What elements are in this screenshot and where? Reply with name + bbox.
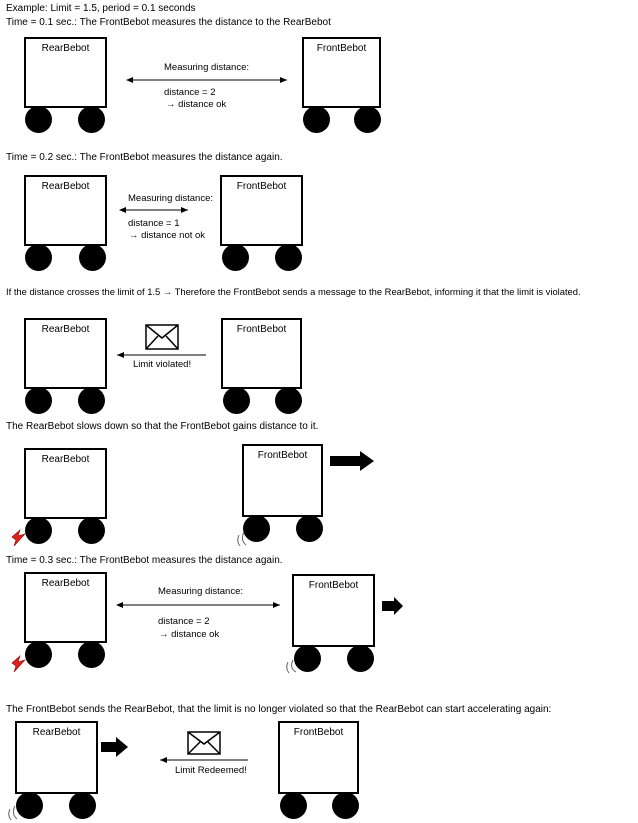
envelope-icon [145, 324, 179, 350]
wheel [79, 244, 106, 271]
header-line-1: Example: Limit = 1.5, period = 0.1 secon… [6, 3, 196, 14]
caption-time-0-3: Time = 0.3 sec.: The FrontBebot measures… [6, 555, 283, 566]
front-robot-label: FrontBebot [293, 727, 344, 738]
brake-spark-icon [11, 529, 26, 547]
scene3-rear-robot: RearBebot [24, 318, 107, 389]
wheel [303, 106, 330, 133]
brake-spark-icon [11, 655, 26, 673]
scene5-rear-robot: RearBebot [24, 572, 107, 643]
wheel [25, 517, 52, 544]
scene6-rear-robot: RearBebot [15, 721, 98, 794]
wheel [25, 387, 52, 414]
caption-limit-redeemed: The FrontBebot sends the RearBebot, that… [6, 704, 552, 715]
scene1-front-robot: FrontBebot [302, 37, 381, 108]
scene5-distance-value: distance = 2 [158, 616, 210, 627]
wheel [69, 792, 96, 819]
wheel [347, 645, 374, 672]
wheel [223, 387, 250, 414]
rear-robot-label: RearBebot [32, 727, 81, 738]
front-robot-label: FrontBebot [236, 181, 287, 192]
scene2-distance-value: distance = 1 [128, 218, 180, 229]
scene1-measuring-label: Measuring distance: [164, 62, 250, 73]
wheel [275, 387, 302, 414]
wheel [16, 792, 43, 819]
header-line-2: Time = 0.1 sec.: The FrontBebot measures… [6, 17, 331, 28]
scene2-distance-status: → distance not ok [129, 230, 206, 241]
scene2-rear-robot: RearBebot [24, 175, 107, 246]
front-robot-label: FrontBebot [316, 43, 367, 54]
wheel [243, 515, 270, 542]
bold-arrow-icon [101, 737, 128, 757]
wheel [78, 387, 105, 414]
wheel [25, 106, 52, 133]
caption-rear-slows: The RearBebot slows down so that the Fro… [6, 421, 319, 432]
scene2-front-robot: FrontBebot [220, 175, 303, 246]
scene6-message-label: Limit Redeemed! [175, 765, 247, 776]
envelope-icon [187, 731, 221, 755]
scene4-rear-robot: RearBebot [24, 448, 107, 519]
rear-robot-label: RearBebot [41, 181, 90, 192]
scene3-message-label: Limit violated! [133, 359, 192, 370]
speed-lines-icon [286, 659, 297, 674]
scene1-distance-status: → distance ok [166, 99, 227, 110]
scene6-front-robot: FrontBebot [278, 721, 359, 794]
scene1-distance-value: distance = 2 [164, 87, 216, 98]
speed-lines-icon [237, 531, 247, 547]
rear-robot-label: RearBebot [41, 578, 90, 589]
wheel [296, 515, 323, 542]
scene5-distance-status: → distance ok [159, 629, 220, 640]
speed-lines-icon [8, 805, 18, 821]
wheel [78, 641, 105, 668]
bold-arrow-icon [382, 597, 403, 615]
wheel [78, 517, 105, 544]
rear-robot-label: RearBebot [41, 324, 90, 335]
caption-time-0-2: Time = 0.2 sec.: The FrontBebot measures… [6, 152, 283, 163]
scene4-front-robot: FrontBebot [242, 444, 323, 517]
front-robot-label: FrontBebot [308, 580, 359, 591]
wheel [332, 792, 359, 819]
wheel [354, 106, 381, 133]
rear-robot-label: RearBebot [41, 43, 90, 54]
front-robot-label: FrontBebot [236, 324, 287, 335]
wheel [222, 244, 249, 271]
scene5-measuring-label: Measuring distance: [158, 586, 244, 597]
rear-robot-label: RearBebot [41, 454, 90, 465]
wheel [25, 244, 52, 271]
wheel [294, 645, 321, 672]
wheel [280, 792, 307, 819]
caption-limit-crossed: If the distance crosses the limit of 1.5… [6, 286, 581, 297]
bold-arrow-icon [330, 451, 374, 471]
front-robot-label: FrontBebot [257, 450, 308, 461]
wheel [78, 106, 105, 133]
wheel [25, 641, 52, 668]
scene5-front-robot: FrontBebot [292, 574, 375, 647]
scene3-front-robot: FrontBebot [221, 318, 302, 389]
wheel [275, 244, 302, 271]
scene1-rear-robot: RearBebot [24, 37, 107, 108]
scene2-measuring-label: Measuring distance: [128, 193, 214, 204]
